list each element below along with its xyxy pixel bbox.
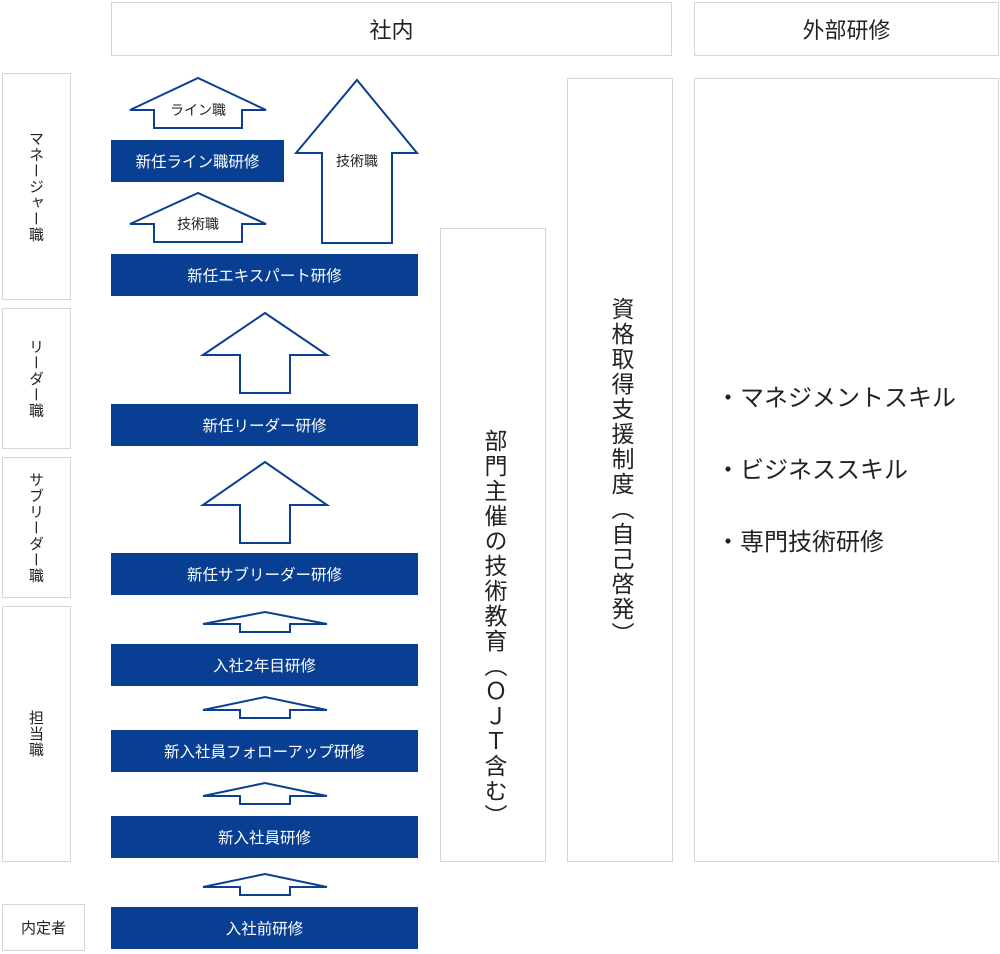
program-new-expert: 新任エキスパート研修 (111, 254, 418, 296)
program-new-employee-label: 新入社員研修 (217, 829, 311, 847)
external-item: ・ビジネススキル (716, 456, 908, 484)
arrow-label-tech-small: 技術職 (177, 217, 219, 233)
arrow-up-leader-icon (199, 311, 331, 394)
arrow-up-tech-big-icon (293, 78, 420, 244)
level-manager-label: マネージャー職 (27, 130, 45, 243)
program-second-year: 入社2年目研修 (111, 644, 418, 686)
column-external (694, 78, 999, 862)
arrow-up-second-year-icon (202, 610, 328, 633)
program-pre-entry: 入社前研修 (111, 907, 418, 949)
level-prospective: 内定者 (2, 904, 85, 951)
external-list: ・マネジメントスキル ・ビジネススキル ・専門技術研修 (716, 380, 956, 596)
external-item: ・専門技術研修 (716, 528, 884, 556)
level-subleader: サブリーダー職 (2, 457, 71, 598)
program-new-line-manager: 新任ライン職研修 (111, 140, 284, 182)
arrow-up-line-icon (129, 76, 267, 129)
arrow-up-new-employee-icon (202, 781, 328, 805)
program-second-year-label: 入社2年目研修 (213, 657, 316, 675)
level-prospective-label: 内定者 (20, 919, 66, 937)
header-external: 外部研修 (694, 2, 999, 56)
program-new-line-manager-label: 新任ライン職研修 (135, 153, 260, 171)
program-new-leader-label: 新任リーダー研修 (202, 417, 327, 435)
header-external-label: 外部研修 (802, 19, 891, 44)
program-new-expert-label: 新任エキスパート研修 (187, 267, 342, 285)
arrow-up-pre-entry-icon (202, 872, 328, 896)
column-qualification-support: 資格取得支援制度（自己啓発） (567, 78, 673, 862)
program-new-employee: 新入社員研修 (111, 816, 418, 858)
program-new-employee-followup: 新入社員フォローアップ研修 (111, 730, 418, 772)
program-new-employee-followup-label: 新入社員フォローアップ研修 (164, 743, 365, 761)
arrow-label-tech-big: 技術職 (336, 154, 378, 170)
level-staff: 担当職 (2, 606, 71, 862)
level-subleader-label: サブリーダー職 (27, 471, 45, 584)
level-leader: リーダー職 (2, 308, 71, 449)
external-item: ・マネジメントスキル (716, 384, 956, 412)
column-dept-tech-education-label: 部門主催の技術教育（ＯＪＴ含む） (480, 429, 506, 829)
column-dept-tech-education: 部門主催の技術教育（ＯＪＴ含む） (440, 228, 546, 862)
arrow-up-subleader-icon (199, 460, 331, 544)
arrow-up-tech-icon (129, 191, 267, 243)
level-manager: マネージャー職 (2, 73, 71, 300)
arrow-label-line: ライン職 (170, 103, 226, 119)
arrow-up-followup-icon (202, 695, 328, 719)
header-internal: 社内 (111, 2, 672, 56)
level-leader-label: リーダー職 (27, 338, 45, 419)
program-pre-entry-label: 入社前研修 (225, 920, 304, 938)
program-new-leader: 新任リーダー研修 (111, 404, 418, 446)
level-staff-label: 担当職 (27, 710, 45, 758)
program-new-subleader: 新任サブリーダー研修 (111, 553, 418, 595)
program-new-subleader-label: 新任サブリーダー研修 (186, 566, 342, 584)
header-internal-label: 社内 (369, 19, 414, 44)
column-qualification-support-label: 資格取得支援制度（自己啓発） (607, 297, 633, 647)
